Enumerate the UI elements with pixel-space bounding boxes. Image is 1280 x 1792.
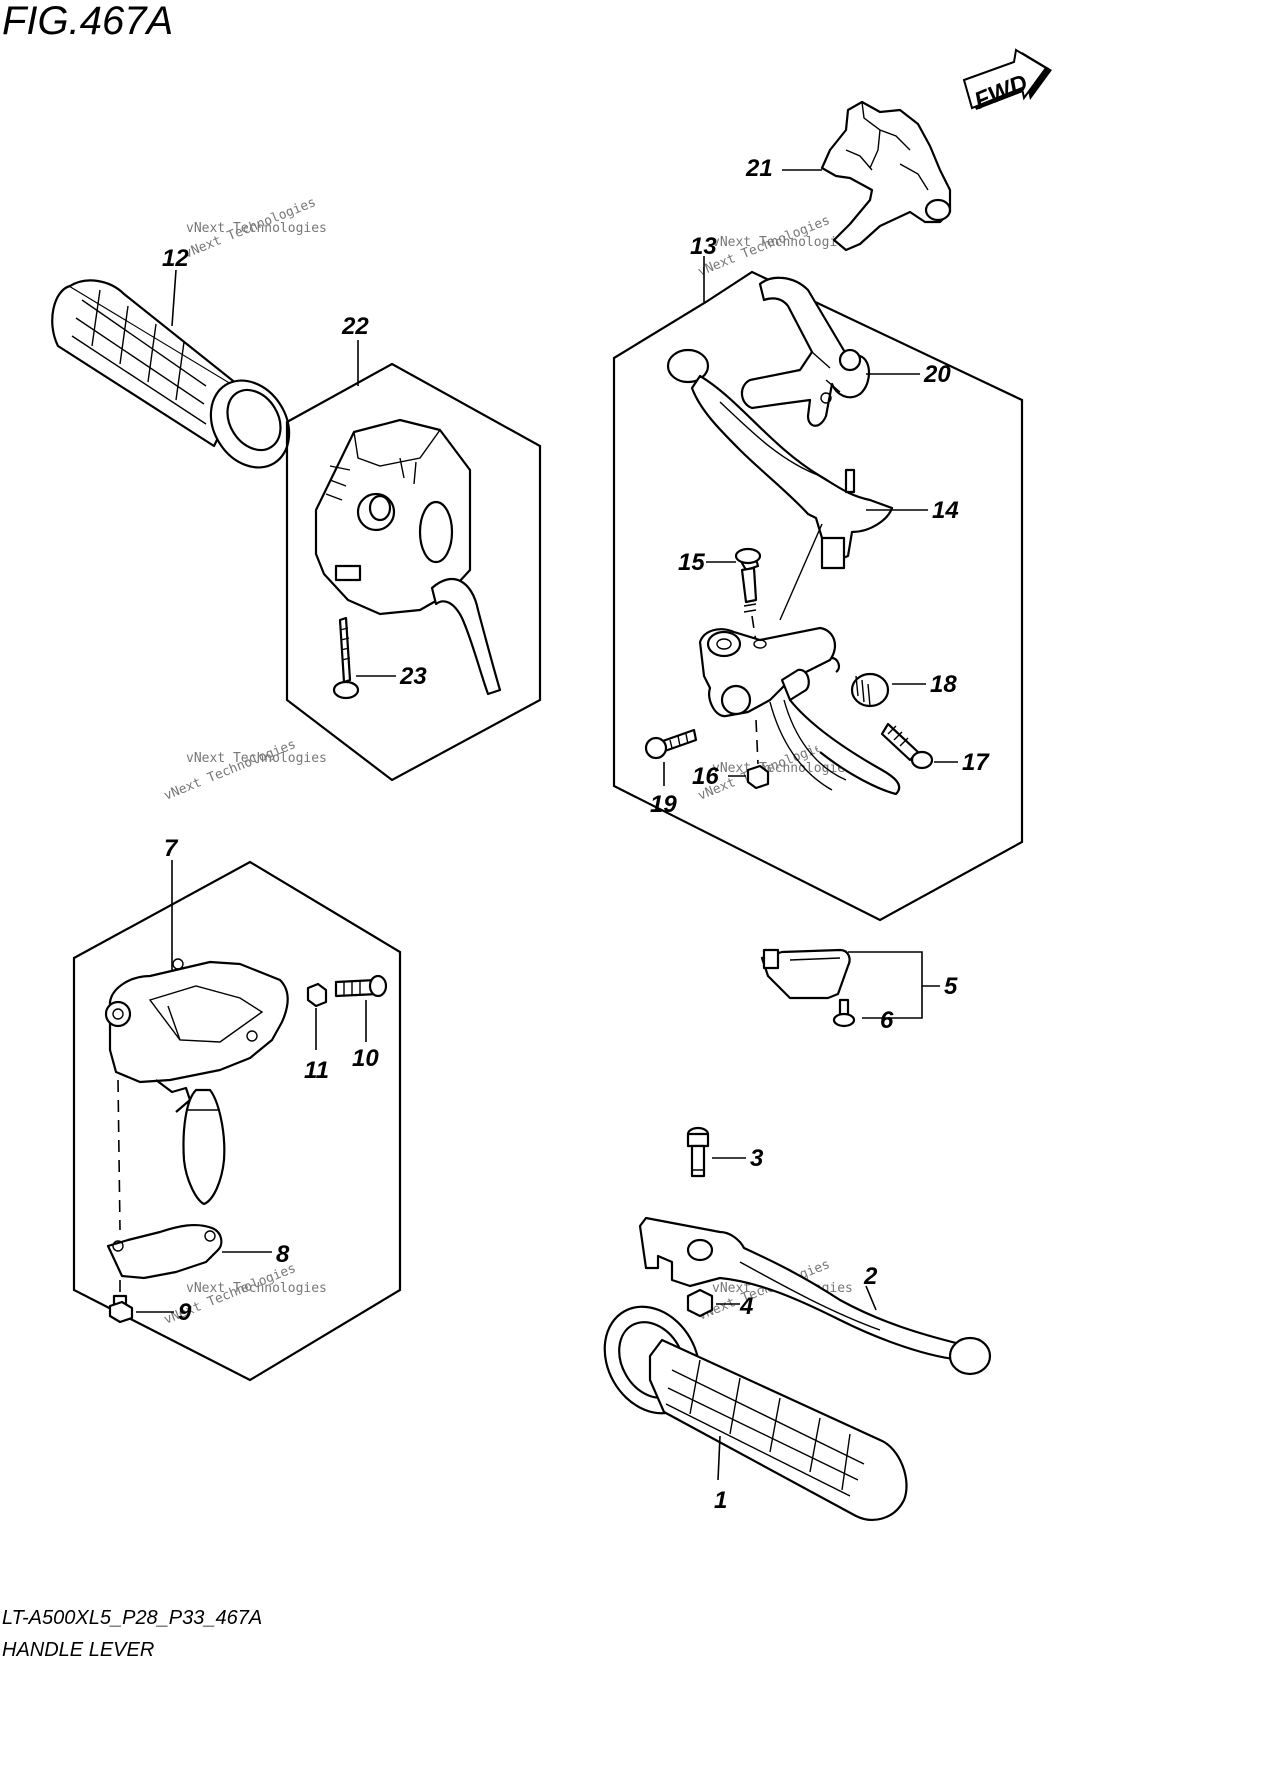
- callout-1: 1: [714, 1487, 727, 1514]
- leader-12: [171, 269, 177, 327]
- svg-text:vNext Technologies: vNext Technologies: [186, 751, 327, 766]
- figure-code: LT-A500XL5_P28_P33_467A: [2, 1607, 262, 1629]
- screw-part-23: [332, 616, 360, 700]
- bolt-part-10: [334, 974, 388, 998]
- bolt-part-9: [108, 1280, 134, 1324]
- callout-5: 5: [944, 973, 958, 1000]
- screw-part-19: [644, 728, 698, 760]
- handle-grip-part-1: [603, 1305, 908, 1521]
- adjuster-screw-part-17: [880, 722, 934, 770]
- bracket-part-20: [740, 276, 871, 427]
- callout-4: 4: [739, 1293, 753, 1320]
- nut-part-11: [306, 982, 328, 1008]
- lever-housing: [698, 626, 901, 796]
- svg-text:vNext Technologies: vNext Technologies: [186, 1281, 327, 1296]
- dash-line-7-8: [117, 1079, 121, 1231]
- bolt-part-3: [686, 1126, 710, 1178]
- screw-part-6: [832, 998, 856, 1028]
- callout-14: 14: [932, 497, 959, 524]
- fwd-arrow-icon: FWD: [962, 48, 1052, 115]
- callout-19: 19: [650, 791, 677, 818]
- callout-13: 13: [690, 233, 717, 260]
- lever-part-2: [638, 1216, 992, 1376]
- callout-15: 15: [678, 549, 705, 576]
- box-switch-assembly: [285, 362, 542, 782]
- leader-1: [717, 1435, 721, 1481]
- callout-18: 18: [930, 671, 957, 698]
- callout-6: 6: [880, 1007, 894, 1034]
- watermark-1: vNext Technologies vNext Technologies: [182, 195, 327, 262]
- callout-20: 20: [923, 361, 951, 388]
- watermark-2: vNext Technologies vNext Technologies: [696, 213, 853, 280]
- svg-text:vNext Technologies: vNext Technologies: [186, 221, 327, 236]
- cover-part-8: [106, 1223, 223, 1280]
- callout-10: 10: [352, 1045, 379, 1072]
- callout-22: 22: [341, 313, 369, 340]
- handlebar-switch-part-22: [314, 418, 502, 696]
- callout-16: 16: [692, 763, 719, 790]
- figure-title: FIG.467A: [2, 0, 173, 43]
- lever-cover-part-21: [820, 100, 952, 252]
- callout-9: 9: [178, 1299, 192, 1326]
- brake-lever-part-14: [666, 348, 894, 621]
- callout-3: 3: [750, 1145, 764, 1172]
- callout-17: 17: [962, 749, 990, 776]
- callout-2: 2: [863, 1263, 878, 1290]
- callout-8: 8: [276, 1241, 290, 1268]
- svg-text:vNext Technologies: vNext Technologies: [712, 235, 853, 250]
- nut-part-4: [686, 1288, 714, 1318]
- box-brake-lever-assembly: [612, 270, 1024, 922]
- svg-text:vNext Technologies: vNext Technologies: [162, 737, 298, 804]
- throttle-housing-part-7: [104, 958, 289, 1206]
- callout-7: 7: [164, 835, 179, 862]
- pivot-bolt-part-15: [734, 547, 762, 643]
- figure-name: HANDLE LEVER: [2, 1639, 154, 1661]
- cap-part-18: [850, 672, 890, 708]
- callout-12: 12: [162, 245, 189, 272]
- callout-23: 23: [399, 663, 427, 690]
- nut-part-16: [746, 719, 770, 790]
- leader-5-6: [848, 951, 923, 1019]
- box-throttle-assembly: [72, 860, 402, 1382]
- callout-21: 21: [745, 155, 773, 182]
- handle-grip-part-12: [51, 279, 291, 469]
- watermark-3: vNext Technologies vNext Technologies: [162, 737, 327, 804]
- leader-2: [865, 1285, 877, 1311]
- callout-11: 11: [304, 1057, 329, 1084]
- brake-switch-part-5: [760, 948, 851, 1000]
